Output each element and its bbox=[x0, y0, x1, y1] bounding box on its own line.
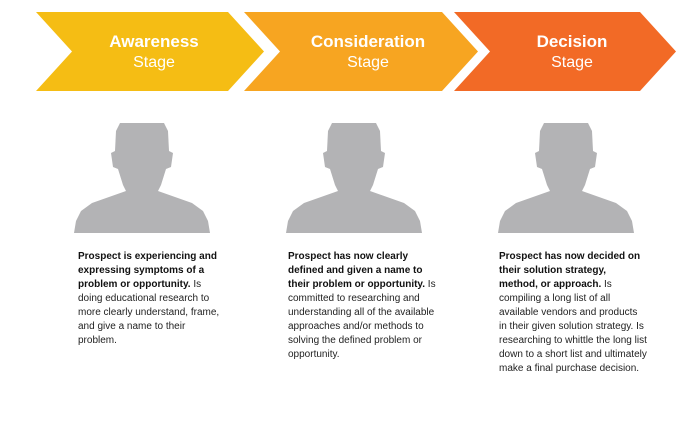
person-silhouette bbox=[286, 123, 422, 233]
stage-title: Awareness bbox=[109, 31, 199, 51]
person-icon bbox=[74, 123, 210, 233]
chevron-shape bbox=[36, 12, 264, 91]
description-text: Is doing educational research to more cl… bbox=[78, 279, 220, 346]
stage-title: Decision bbox=[536, 31, 608, 51]
stage-subtitle: Stage bbox=[133, 53, 175, 71]
description-bold: Prospect has now decided on their soluti… bbox=[499, 251, 641, 290]
stage-description-awareness: Prospect is experiencing and expressing … bbox=[78, 250, 226, 348]
chevron-fill bbox=[244, 12, 478, 91]
description-bold: Prospect is experiencing and expressing … bbox=[78, 251, 217, 290]
stage-subtitle: Stage bbox=[347, 53, 389, 71]
chevron-shape bbox=[244, 12, 478, 91]
person-icon bbox=[286, 123, 422, 233]
person-silhouette bbox=[498, 123, 634, 233]
stage-title: Consideration bbox=[310, 31, 426, 51]
person-silhouette bbox=[74, 123, 210, 233]
stage-consideration-chevron: Consideration Stage bbox=[244, 12, 478, 91]
description-text: Is compiling a long list of all availabl… bbox=[499, 279, 647, 374]
person-icon bbox=[498, 123, 634, 233]
stage-description-consideration: Prospect has now clearly defined and giv… bbox=[288, 250, 436, 362]
description-bold: Prospect has now clearly defined and giv… bbox=[288, 251, 426, 290]
description-text: Is committed to researching and understa… bbox=[288, 279, 436, 360]
stage-awareness-chevron: Awareness Stage bbox=[36, 12, 264, 91]
stage-subtitle: Stage bbox=[551, 53, 593, 71]
stage-description-decision: Prospect has now decided on their soluti… bbox=[499, 250, 647, 376]
chevron-fill bbox=[36, 12, 264, 91]
stage-decision-chevron: Decision Stage bbox=[454, 12, 676, 91]
chevron-shape bbox=[454, 12, 676, 91]
chevron-fill bbox=[454, 12, 676, 91]
